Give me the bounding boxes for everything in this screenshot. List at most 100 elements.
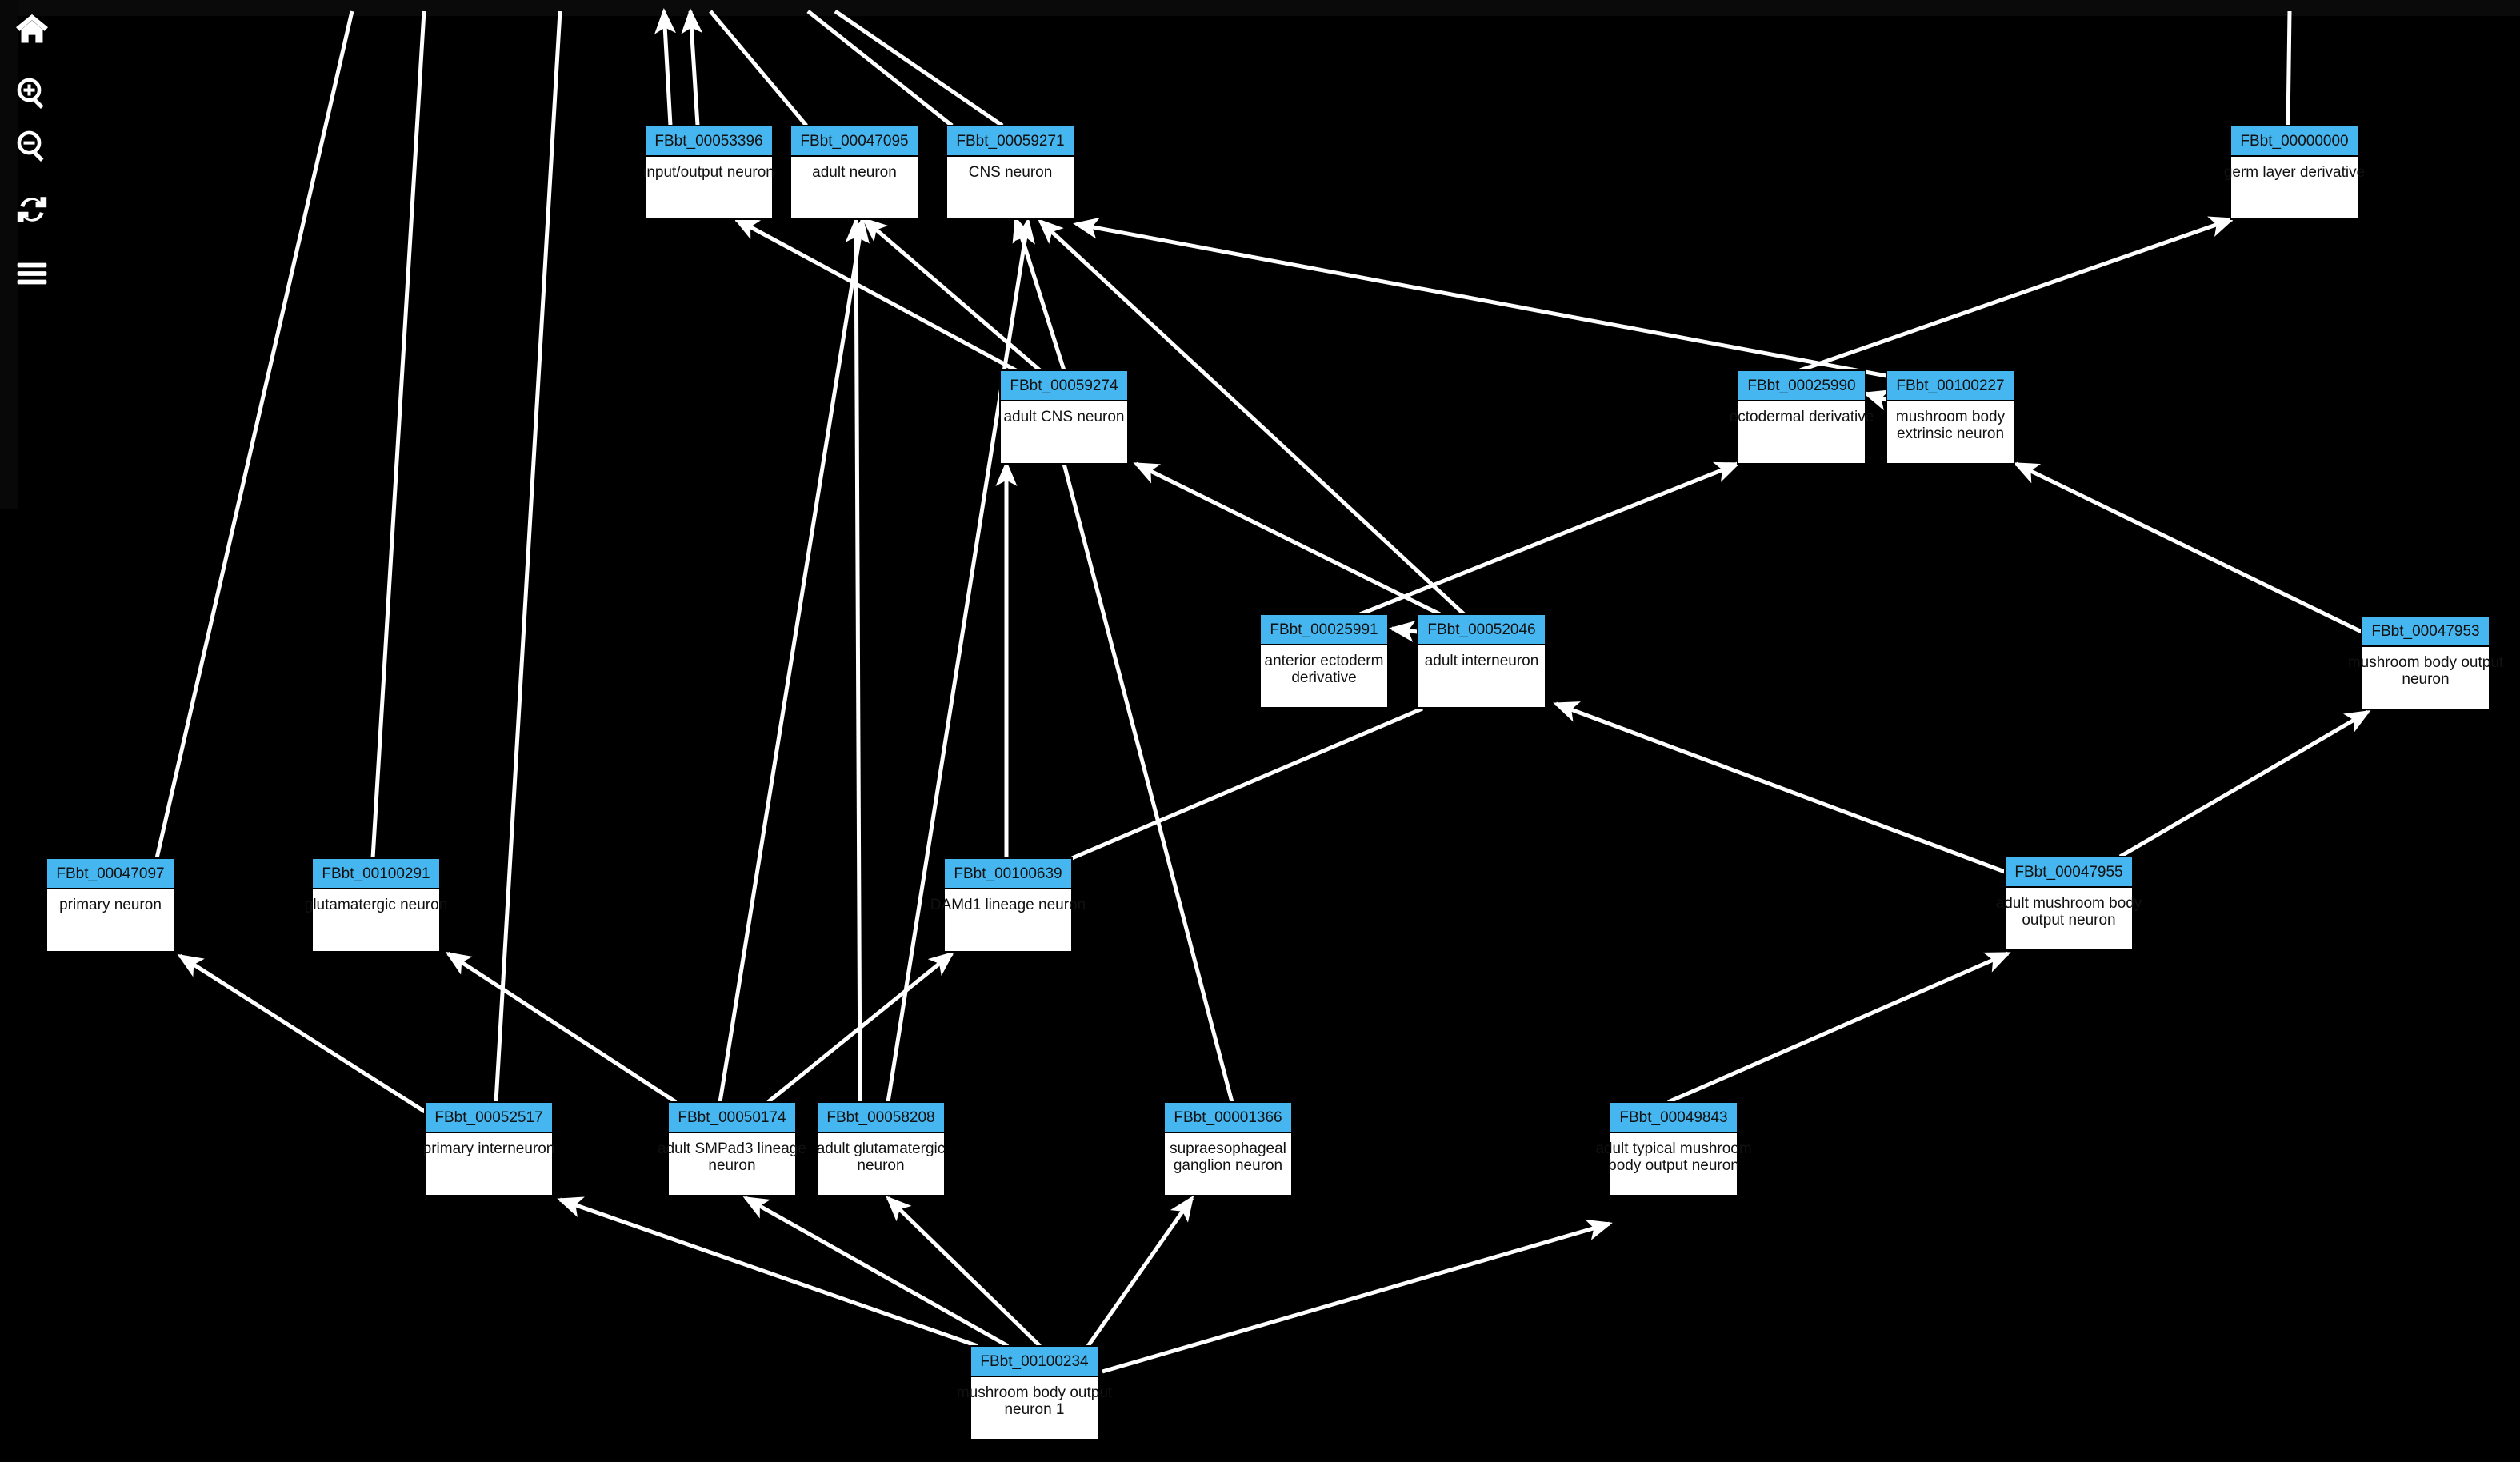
graph-edge	[1389, 621, 1418, 642]
node-name-label: body output neuron	[1608, 1157, 1739, 1174]
node-name-label: derivative	[1291, 669, 1356, 686]
node-name-label: input/output neuron	[643, 164, 774, 181]
graph-edge	[834, 9, 1004, 128]
graph-edge	[1359, 461, 1741, 617]
zoom-out-icon[interactable]	[11, 125, 53, 166]
graph-node[interactable]: FBbt_00025990 ectodermal derivative	[1730, 369, 1874, 465]
graph-edge	[1038, 218, 1466, 616]
node-id-label: FBbt_00100639	[954, 865, 1062, 882]
node-header	[2004, 856, 2134, 888]
node-id-label: FBbt_00059274	[1010, 377, 1118, 394]
node-id-label: FBbt_00100227	[1896, 377, 2004, 394]
node-id-label: FBbt_00049843	[1619, 1109, 1727, 1126]
node-name-label: mushroom body output	[957, 1384, 1113, 1401]
graph-node[interactable]: FBbt_00053396 input/output neuron	[643, 125, 774, 220]
node-name-label: anterior ectoderm	[1265, 653, 1384, 669]
node-id-label: FBbt_00025990	[1747, 377, 1855, 394]
node-id-label: FBbt_00025991	[1270, 621, 1378, 638]
node-id-label: FBbt_00047953	[2371, 623, 2479, 640]
graph-edge	[681, 8, 703, 126]
node-name-label: mushroom body	[1896, 409, 2006, 425]
node-name-label: primary interneuron	[423, 1140, 555, 1157]
node-header	[943, 857, 1073, 889]
graph-edge	[886, 1196, 1042, 1348]
graph-edge	[1666, 951, 2011, 1104]
graph-edge	[1062, 463, 1234, 1103]
node-id-label: FBbt_00059271	[956, 133, 1064, 150]
node-header	[970, 1345, 1099, 1377]
zoom-in-icon[interactable]	[11, 72, 53, 114]
graph-edge	[845, 217, 867, 1103]
graph-node[interactable]: FBbt_00100234 mushroom body outputneuron …	[957, 1345, 1113, 1440]
node-header	[667, 1101, 797, 1133]
top-bar	[0, 0, 2520, 16]
node-header	[1737, 369, 1866, 401]
graph-edge	[654, 8, 677, 126]
graph-edge	[861, 217, 1042, 372]
graph-edge	[557, 1196, 978, 1348]
node-header	[2361, 615, 2490, 647]
node-name-label: extrinsic neuron	[1897, 425, 2004, 442]
graph-edge	[1086, 1195, 1194, 1348]
node-id-label: FBbt_00100234	[980, 1353, 1089, 1370]
graph-edge	[1102, 1219, 1613, 1374]
refresh-icon[interactable]	[11, 189, 53, 230]
node-id-label: FBbt_00000000	[2240, 133, 2348, 150]
graph-edge	[1799, 216, 2235, 373]
node-name-label: ectodermal derivative	[1730, 409, 1874, 425]
node-header	[1417, 613, 1546, 645]
left-toolbar-panel	[0, 0, 18, 509]
graph-edge	[1071, 706, 1423, 861]
home-icon[interactable]	[11, 8, 53, 50]
graph-edge	[742, 1196, 1010, 1348]
menu-icon[interactable]	[11, 253, 53, 294]
node-id-label: FBbt_00050174	[678, 1109, 786, 1126]
node-header	[644, 125, 774, 157]
graph-edge	[2013, 461, 2363, 634]
graph-edge	[1553, 701, 2006, 874]
graph-edge	[1073, 217, 1887, 378]
node-header	[790, 125, 919, 157]
edges-layer	[154, 8, 2371, 1374]
node-id-label: FBbt_00053396	[654, 133, 762, 150]
node-header	[1259, 613, 1389, 645]
node-name-label: adult mushroom body	[1996, 895, 2142, 912]
node-name-label: glutamatergic neuron	[305, 897, 448, 913]
node-header	[46, 857, 175, 889]
node-name-label: adult interneuron	[1425, 653, 1539, 669]
node-name-label: mushroom body output	[2348, 654, 2504, 671]
node-name-label: neuron	[708, 1157, 755, 1174]
node-name-label: DAMd1 lineage neuron	[930, 897, 1086, 913]
node-name-label: CNS neuron	[969, 164, 1053, 181]
node-name-label: supraesophageal	[1170, 1140, 1286, 1157]
node-name-label: neuron 1	[1004, 1401, 1064, 1418]
graph-edge	[1862, 389, 1890, 411]
node-name-label: adult CNS neuron	[1003, 409, 1124, 425]
node-name-label: adult glutamatergic	[817, 1140, 946, 1157]
node-id-label: FBbt_00047955	[2014, 864, 2122, 881]
node-id-label: FBbt_00052046	[1427, 621, 1535, 638]
node-id-label: FBbt_00047095	[800, 133, 908, 150]
node-name-label: adult neuron	[812, 164, 897, 181]
node-header	[1163, 1101, 1293, 1133]
graph-edge	[154, 10, 354, 859]
